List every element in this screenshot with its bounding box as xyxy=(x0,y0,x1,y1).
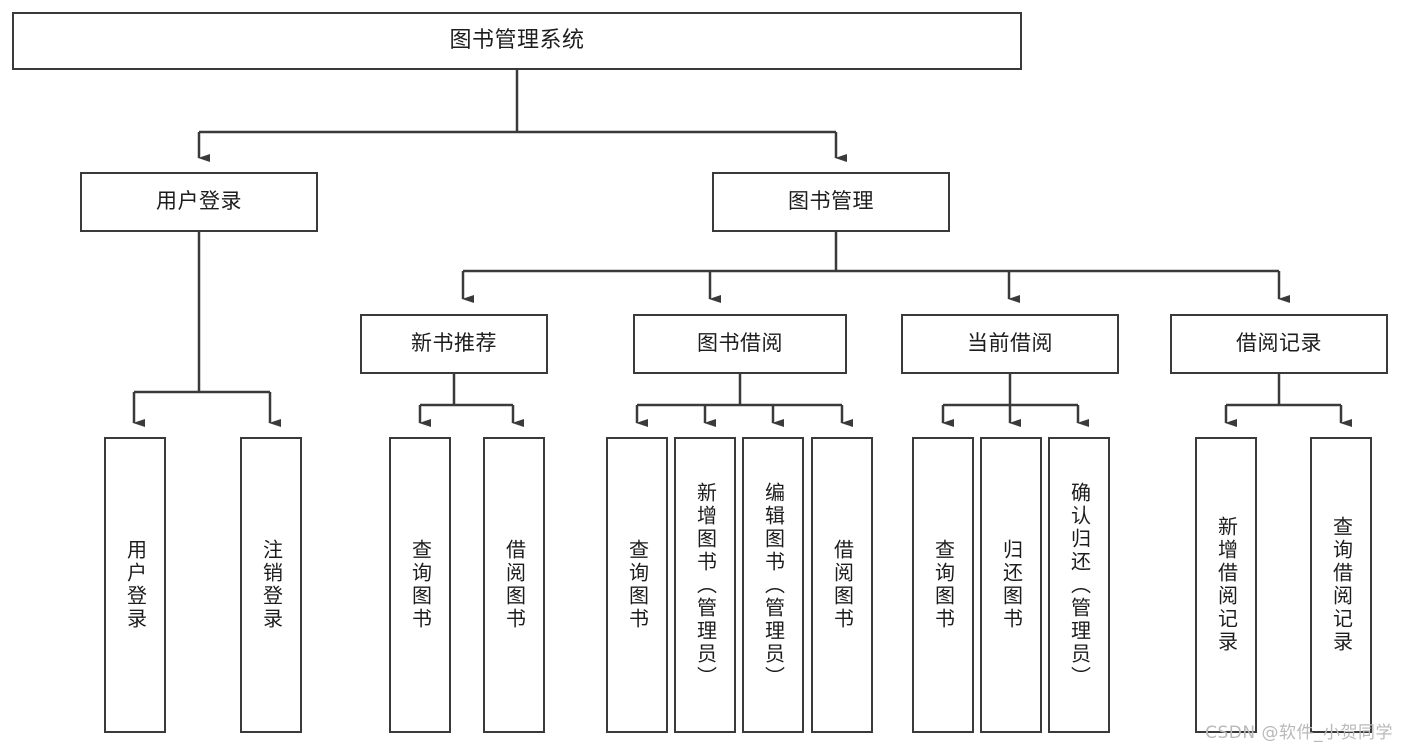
node-label: 用户登录 xyxy=(156,189,242,214)
node-book-management[interactable]: 图书管理 xyxy=(712,172,950,232)
node-label: 图书管理系统 xyxy=(449,27,585,53)
node-label: 借阅图书 xyxy=(502,539,527,631)
node-borrow-record[interactable]: 借阅记录 xyxy=(1170,314,1388,374)
leaf-current-borrow-query[interactable]: 查询图书 xyxy=(912,437,974,733)
node-label: 借阅记录 xyxy=(1236,331,1322,356)
leaf-book-borrow-lend[interactable]: 借阅图书 xyxy=(811,437,873,733)
leaf-book-borrow-add[interactable]: 新增图书（管理员） xyxy=(674,437,736,733)
node-label: 借阅图书 xyxy=(830,539,855,631)
leaf-current-borrow-return[interactable]: 归还图书 xyxy=(980,437,1042,733)
node-label: 新增图书（管理员） xyxy=(693,481,718,689)
node-label: 用户登录 xyxy=(123,539,148,631)
node-book-borrow[interactable]: 图书借阅 xyxy=(633,314,847,374)
node-label: 注销登录 xyxy=(259,539,284,631)
node-root[interactable]: 图书管理系统 xyxy=(12,12,1022,70)
leaf-new-book-query[interactable]: 查询图书 xyxy=(389,437,451,733)
leaf-borrow-record-query[interactable]: 查询借阅记录 xyxy=(1310,437,1372,733)
leaf-user-login-logout[interactable]: 注销登录 xyxy=(240,437,302,733)
leaf-book-borrow-query[interactable]: 查询图书 xyxy=(606,437,668,733)
node-label: 查询图书 xyxy=(931,539,956,631)
node-label: 确认归还（管理员） xyxy=(1067,481,1092,689)
leaf-user-login-signin[interactable]: 用户登录 xyxy=(104,437,166,733)
node-label: 图书管理 xyxy=(788,189,874,214)
leaf-borrow-record-add[interactable]: 新增借阅记录 xyxy=(1195,437,1257,733)
node-label: 当前借阅 xyxy=(967,331,1053,356)
node-label: 查询图书 xyxy=(625,539,650,631)
node-label: 查询借阅记录 xyxy=(1329,516,1354,654)
node-label: 查询图书 xyxy=(408,539,433,631)
node-label: 归还图书 xyxy=(999,539,1024,631)
node-new-book-recommend[interactable]: 新书推荐 xyxy=(360,314,548,374)
node-label: 图书借阅 xyxy=(697,331,783,356)
node-current-borrow[interactable]: 当前借阅 xyxy=(901,314,1119,374)
node-label: 新增借阅记录 xyxy=(1214,516,1239,654)
watermark: CSDN @软件_小贺同学 xyxy=(1205,723,1393,743)
leaf-current-borrow-confirm-return[interactable]: 确认归还（管理员） xyxy=(1048,437,1110,733)
leaf-new-book-borrow[interactable]: 借阅图书 xyxy=(483,437,545,733)
node-label: 编辑图书（管理员） xyxy=(761,481,786,689)
leaf-book-borrow-edit[interactable]: 编辑图书（管理员） xyxy=(742,437,804,733)
node-user-login[interactable]: 用户登录 xyxy=(80,172,318,232)
node-label: 新书推荐 xyxy=(411,331,497,356)
